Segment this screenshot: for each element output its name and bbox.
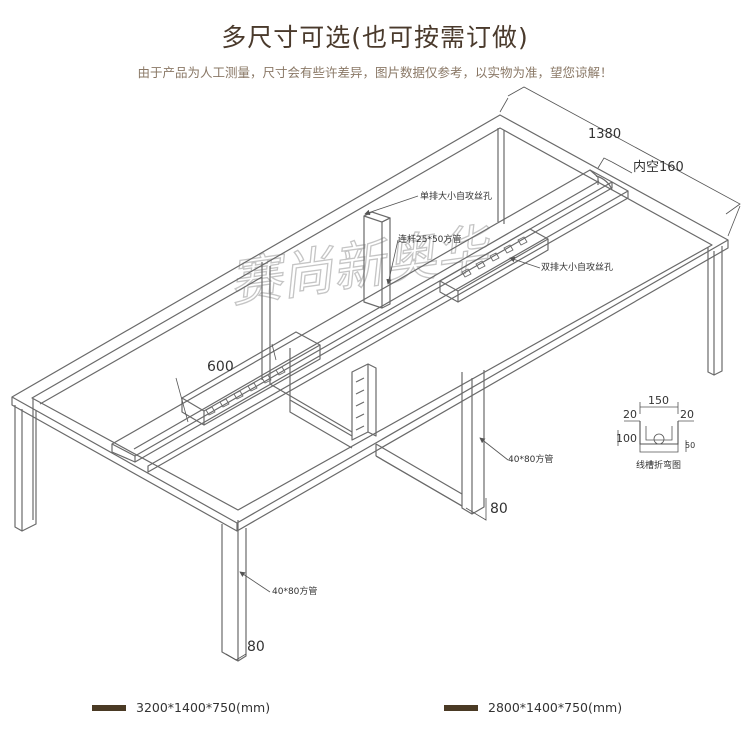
leg-rear-left <box>261 128 505 437</box>
leader-double-row <box>509 256 541 269</box>
top-frame <box>11 114 729 532</box>
leader-connector <box>386 239 399 285</box>
page-title: 多尺寸可选(也可按需订做) <box>221 23 529 52</box>
hole-row-far <box>461 236 528 278</box>
leg-front-center <box>221 520 247 662</box>
dim-foot-left: 80 <box>247 639 265 655</box>
center-cable-column <box>351 363 377 441</box>
tray-bend-detail: 150 20 20 100 50 线槽折弯图 <box>616 394 695 471</box>
page-subtitle: 由于产品为人工测量，尺寸会有些许差异，图片数据仅参考，以实物为准，望您谅解！ <box>137 65 613 80</box>
label-single-row-holes: 单排大小自攻丝孔 <box>420 190 492 202</box>
label-tube-right: 40*80方管 <box>508 453 553 465</box>
legend-label-1: 3200*1400*750(mm) <box>136 700 271 715</box>
dim-inner-gap: 内空160 <box>633 159 684 175</box>
cable-box-near <box>181 331 321 426</box>
dim-middle-length: 600 <box>207 359 234 375</box>
leader-tube-right <box>479 437 509 461</box>
legend-swatch-1 <box>92 704 126 711</box>
dim-width-total: 1380 <box>588 127 621 142</box>
detail-height: 100 <box>616 432 637 445</box>
dim-inner-line <box>611 161 633 174</box>
legend-item-2: 2800*1400*750(mm) <box>444 700 622 715</box>
leader-tube-left <box>239 571 271 593</box>
legend-label-2: 2800*1400*750(mm) <box>488 700 623 715</box>
leg-front-left <box>14 399 37 532</box>
dim-80-right-line <box>465 498 487 521</box>
leg-rear-right <box>707 246 723 376</box>
detail-right-flange: 20 <box>680 408 694 421</box>
inner-frame <box>39 276 463 507</box>
label-double-row-holes: 双排大小自攻丝孔 <box>541 261 613 273</box>
detail-depth: 50 <box>685 441 695 450</box>
leader-single-row <box>364 195 419 216</box>
detail-left-flange: 20 <box>623 408 637 421</box>
hole-row-near <box>205 366 286 416</box>
legend-swatch-2 <box>444 704 478 711</box>
dim-600-line <box>175 343 277 423</box>
detail-top-width: 150 <box>648 394 669 407</box>
label-connector-tube: 连杆25*50方管 <box>398 233 461 245</box>
cable-box-far <box>439 228 549 303</box>
dim-width-line <box>507 86 741 215</box>
legend-item-1: 3200*1400*750(mm) <box>92 700 270 715</box>
label-tube-left: 40*80方管 <box>272 585 317 597</box>
dim-foot-right: 80 <box>490 501 508 517</box>
dim-80-left-line <box>225 653 247 661</box>
detail-caption: 线槽折弯图 <box>636 459 681 471</box>
center-rail <box>111 169 629 473</box>
